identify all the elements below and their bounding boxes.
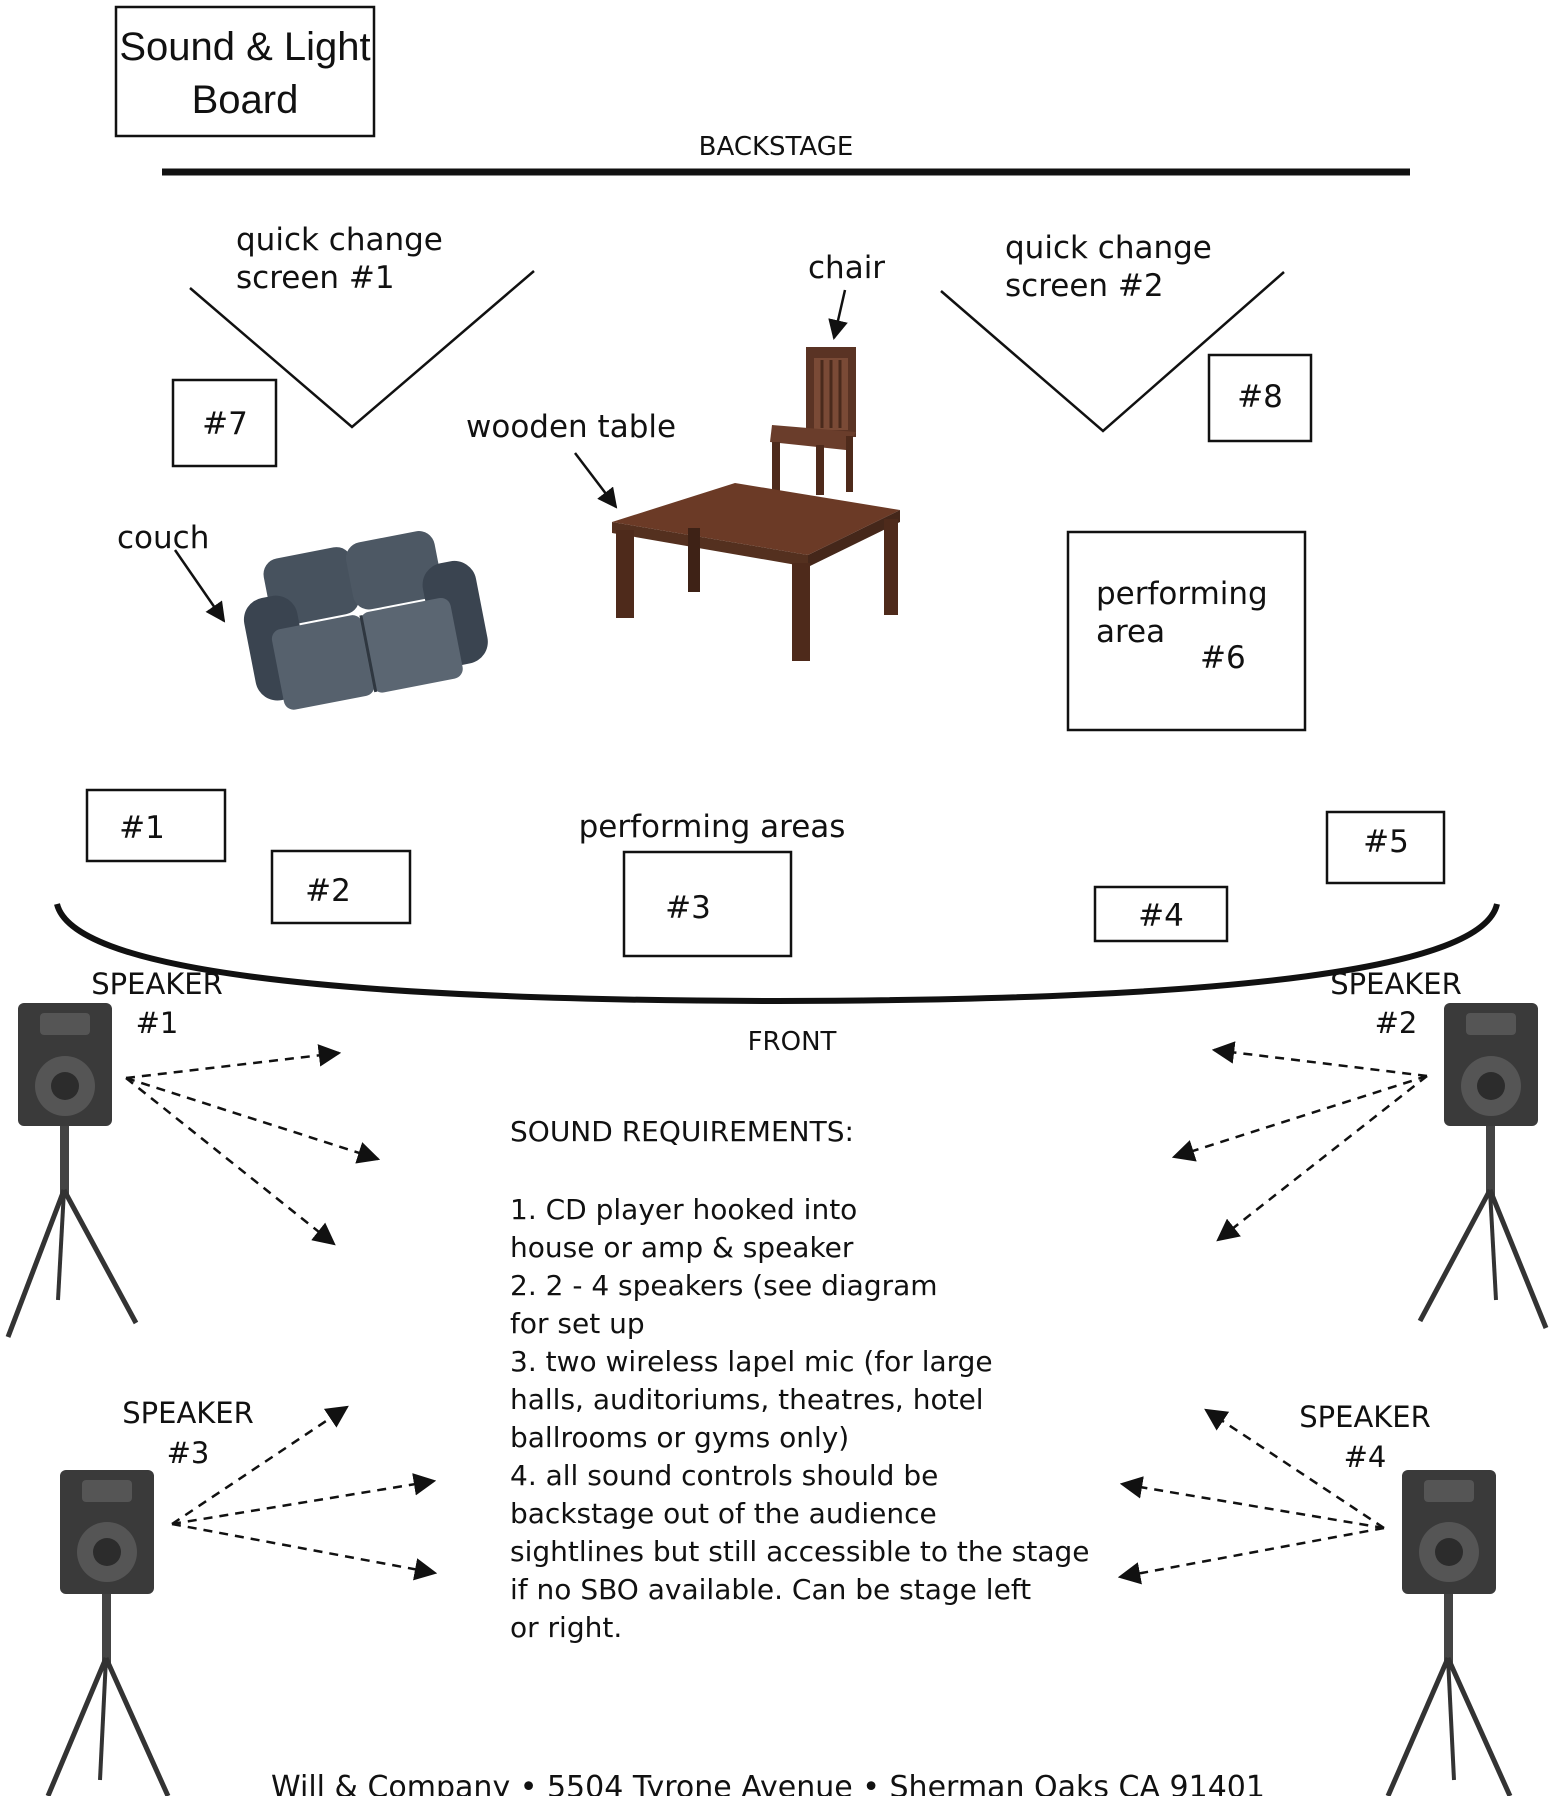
area-2: #2 bbox=[270, 849, 412, 925]
quick-change-screen-2: quick change screen #2 bbox=[940, 230, 1285, 433]
chair-prop: chair bbox=[770, 250, 885, 495]
svg-text:#5: #5 bbox=[1363, 824, 1409, 860]
svg-text:SPEAKER: SPEAKER bbox=[1330, 967, 1462, 1001]
requirement-line: if no SBO available. Can be stage left bbox=[510, 1573, 1031, 1606]
area-1: #1 bbox=[85, 788, 227, 863]
screen1-label-line2: screen #1 bbox=[236, 260, 395, 296]
svg-text:#3: #3 bbox=[167, 1436, 210, 1470]
svg-text:#2: #2 bbox=[305, 873, 351, 909]
requirement-line: 1. CD player hooked into bbox=[510, 1193, 857, 1226]
front-label: FRONT bbox=[748, 1027, 837, 1057]
area-7: #7 bbox=[171, 378, 278, 468]
stage-front-curve bbox=[54, 903, 1500, 1005]
performing-areas-label: performing areas bbox=[579, 809, 846, 845]
svg-text:#1: #1 bbox=[136, 1006, 179, 1040]
svg-text:SPEAKER: SPEAKER bbox=[1299, 1400, 1431, 1434]
performing-area-6: performing area #6 bbox=[1066, 530, 1307, 732]
svg-text:#6: #6 bbox=[1200, 640, 1246, 676]
requirement-line: backstage out of the audience bbox=[510, 1497, 937, 1530]
speaker-3: SPEAKER #3 bbox=[45, 1396, 254, 1796]
requirement-line: or right. bbox=[510, 1611, 622, 1644]
svg-text:#8: #8 bbox=[1237, 379, 1283, 415]
speaker-4: SPEAKER #4 bbox=[1299, 1400, 1513, 1796]
svg-text:#4: #4 bbox=[1344, 1440, 1387, 1474]
couch-prop: couch bbox=[117, 520, 488, 710]
requirement-line: 3. two wireless lapel mic (for large bbox=[510, 1345, 993, 1378]
quick-change-screen-1: quick change screen #1 bbox=[189, 222, 535, 429]
svg-text:area: area bbox=[1096, 614, 1165, 650]
sound-requirements: SOUND REQUIREMENTS: 1. CD player hooked … bbox=[510, 1115, 1089, 1644]
area-4: #4 bbox=[1093, 885, 1229, 943]
speaker-icon bbox=[5, 1003, 139, 1338]
requirement-line: for set up bbox=[510, 1307, 645, 1340]
requirement-line: 2. 2 - 4 speakers (see diagram bbox=[510, 1269, 938, 1302]
svg-text:#2: #2 bbox=[1375, 1006, 1418, 1040]
requirement-line: 4. all sound controls should be bbox=[510, 1459, 938, 1492]
couch-icon bbox=[243, 531, 488, 710]
chair-icon bbox=[770, 347, 856, 495]
requirement-line: sightlines but still accessible to the s… bbox=[510, 1535, 1089, 1568]
table-icon bbox=[612, 483, 900, 661]
area-8: #8 bbox=[1207, 353, 1313, 443]
sound-light-board: Sound & Light Board bbox=[114, 5, 376, 138]
speaker-icon bbox=[45, 1470, 171, 1796]
board-label-line1: Sound & Light bbox=[119, 25, 370, 69]
screen2-label-line2: screen #2 bbox=[1005, 268, 1164, 304]
area-3: #3 bbox=[622, 850, 793, 958]
speaker-icon bbox=[1417, 1003, 1549, 1329]
requirement-line: house or amp & speaker bbox=[510, 1231, 854, 1264]
speaker-1: SPEAKER #1 bbox=[5, 967, 223, 1338]
screen1-label-line1: quick change bbox=[236, 222, 443, 258]
couch-label: couch bbox=[117, 520, 209, 556]
requirements-title: SOUND REQUIREMENTS: bbox=[510, 1115, 854, 1148]
footer-address: Will & Company • 5504 Tyrone Avenue • Sh… bbox=[271, 1770, 1265, 1796]
speaker-2: SPEAKER #2 bbox=[1330, 967, 1549, 1329]
backstage-label: BACKSTAGE bbox=[699, 132, 854, 162]
svg-text:SPEAKER: SPEAKER bbox=[91, 967, 223, 1001]
speaker-direction-arrows bbox=[125, 1041, 1428, 1585]
screen2-label-line1: quick change bbox=[1005, 230, 1212, 266]
area-5: #5 bbox=[1325, 810, 1446, 885]
chair-label: chair bbox=[808, 250, 885, 286]
svg-text:#1: #1 bbox=[119, 810, 165, 846]
board-label-line2: Board bbox=[192, 78, 299, 122]
svg-text:performing: performing bbox=[1096, 576, 1268, 612]
table-label: wooden table bbox=[466, 409, 676, 445]
requirement-line: halls, auditoriums, theatres, hotel bbox=[510, 1383, 984, 1416]
svg-text:#4: #4 bbox=[1138, 898, 1184, 934]
svg-text:#7: #7 bbox=[202, 406, 248, 442]
wooden-table-prop: wooden table bbox=[466, 409, 900, 661]
requirement-line: ballrooms or gyms only) bbox=[510, 1421, 849, 1454]
speaker-icon bbox=[1385, 1470, 1513, 1796]
svg-text:SPEAKER: SPEAKER bbox=[122, 1396, 254, 1430]
svg-text:#3: #3 bbox=[665, 890, 711, 926]
